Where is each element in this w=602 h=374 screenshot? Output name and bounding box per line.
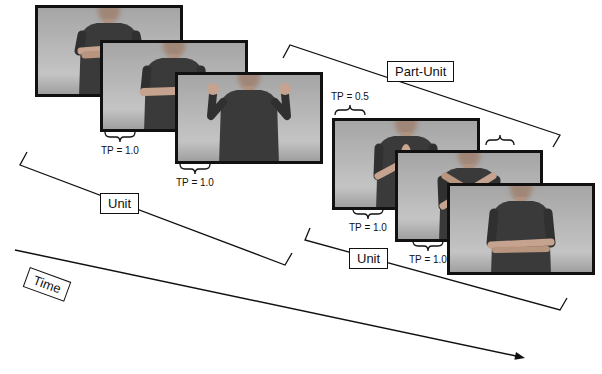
box-text: Time	[31, 273, 63, 297]
video-frame	[447, 183, 595, 275]
time-arrow	[15, 250, 525, 360]
label-box: Unit	[100, 193, 139, 214]
label-box: Unit	[349, 248, 388, 269]
transition-probability: TP = 1.0	[101, 145, 139, 157]
transition-probability: TP = 0.5	[331, 91, 369, 103]
box-text: Unit	[108, 196, 131, 211]
box-text: Unit	[357, 251, 380, 266]
bracket	[20, 45, 567, 310]
label-box: Part-Unit	[387, 61, 454, 82]
label-box: Time	[23, 267, 72, 302]
transition-probability: TP = 1.0	[176, 177, 214, 189]
video-frame	[175, 72, 323, 164]
transition-probability: TP = 1.0	[349, 222, 387, 234]
box-text: Part-Unit	[395, 64, 446, 79]
transition-probability: TP = 1.0	[409, 254, 447, 266]
